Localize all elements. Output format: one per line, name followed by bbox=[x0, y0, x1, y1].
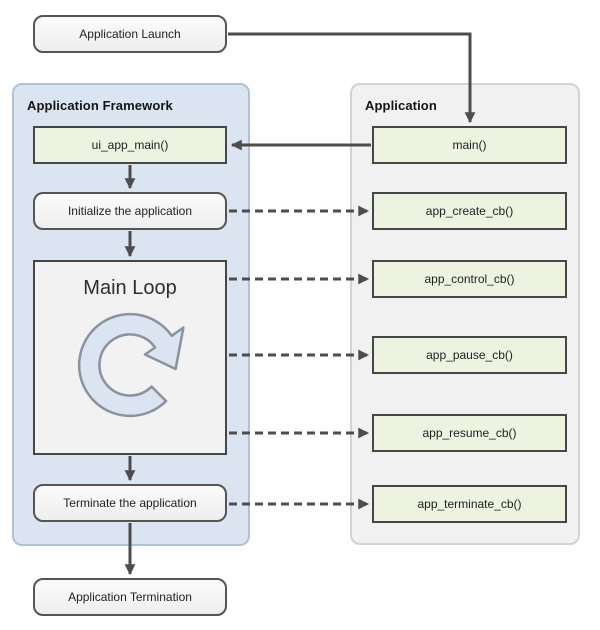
application-title: Application bbox=[365, 98, 437, 113]
node-label: app_resume_cb() bbox=[422, 426, 517, 440]
node-label: app_create_cb() bbox=[425, 204, 514, 218]
node-main: main() bbox=[372, 126, 567, 164]
node-label: Terminate the application bbox=[63, 496, 197, 510]
node-app-pause-cb: app_pause_cb() bbox=[372, 336, 567, 374]
node-label: Application Termination bbox=[68, 590, 192, 604]
node-label: app_control_cb() bbox=[424, 272, 515, 286]
node-main-loop: Main Loop bbox=[33, 260, 227, 455]
node-application-launch: Application Launch bbox=[33, 15, 227, 53]
main-loop-label: Main Loop bbox=[83, 277, 177, 299]
node-label: app_pause_cb() bbox=[426, 348, 513, 362]
framework-title: Application Framework bbox=[27, 98, 173, 113]
node-app-terminate-cb: app_terminate_cb() bbox=[372, 485, 567, 523]
node-label: Initialize the application bbox=[67, 204, 193, 218]
node-initialize: Initialize the application bbox=[33, 192, 227, 230]
node-terminate: Terminate the application bbox=[33, 484, 227, 522]
node-label: Application Launch bbox=[79, 27, 181, 41]
node-label: main() bbox=[452, 138, 487, 152]
node-application-termination: Application Termination bbox=[33, 578, 227, 616]
node-app-control-cb: app_control_cb() bbox=[372, 260, 567, 298]
loop-arrow-icon bbox=[77, 312, 185, 418]
node-app-create-cb: app_create_cb() bbox=[372, 192, 567, 230]
node-label: ui_app_main() bbox=[91, 138, 169, 152]
node-ui-app-main: ui_app_main() bbox=[33, 126, 227, 164]
node-label: app_terminate_cb() bbox=[417, 497, 522, 511]
node-app-resume-cb: app_resume_cb() bbox=[372, 414, 567, 452]
